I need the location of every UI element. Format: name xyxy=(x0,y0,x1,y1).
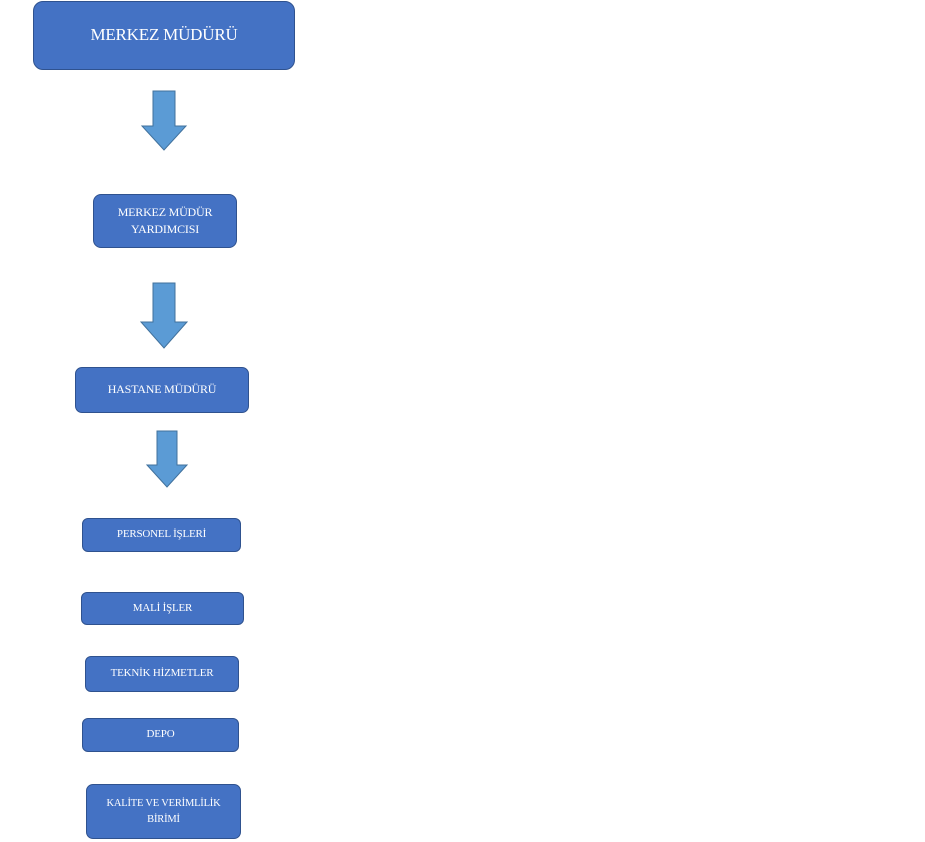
node-mali-isler: MALİ İŞLER xyxy=(81,592,244,625)
node-label: MERKEZ MÜDÜRÜ xyxy=(90,25,238,45)
node-label: MERKEZ MÜDÜR YARDIMCISI xyxy=(117,204,213,236)
node-teknik-hizmetler: TEKNİK HİZMETLER xyxy=(85,656,239,692)
node-personel-isleri: PERSONEL İŞLERİ xyxy=(82,518,241,552)
down-arrow-icon xyxy=(145,430,189,488)
node-depo: DEPO xyxy=(82,718,239,752)
node-label: MALİ İŞLER xyxy=(132,601,193,614)
down-arrow-icon xyxy=(140,90,188,151)
node-label: HASTANE MÜDÜRÜ xyxy=(107,382,217,397)
node-label: PERSONEL İŞLERİ xyxy=(116,528,207,541)
node-label: KALİTE VE VERİMLİLİK BİRİMİ xyxy=(106,798,221,825)
node-merkez-mudur-yardimcisi: MERKEZ MÜDÜR YARDIMCISI xyxy=(93,194,237,248)
down-arrow-icon xyxy=(139,282,189,349)
node-label: DEPO xyxy=(146,728,175,741)
node-hastane-muduru: HASTANE MÜDÜRÜ xyxy=(75,367,249,413)
node-label: TEKNİK HİZMETLER xyxy=(110,667,214,680)
node-merkez-muduru: MERKEZ MÜDÜRÜ xyxy=(33,1,295,70)
node-kalite-ve-verimlilik-birimi: KALİTE VE VERİMLİLİK BİRİMİ xyxy=(86,784,241,839)
